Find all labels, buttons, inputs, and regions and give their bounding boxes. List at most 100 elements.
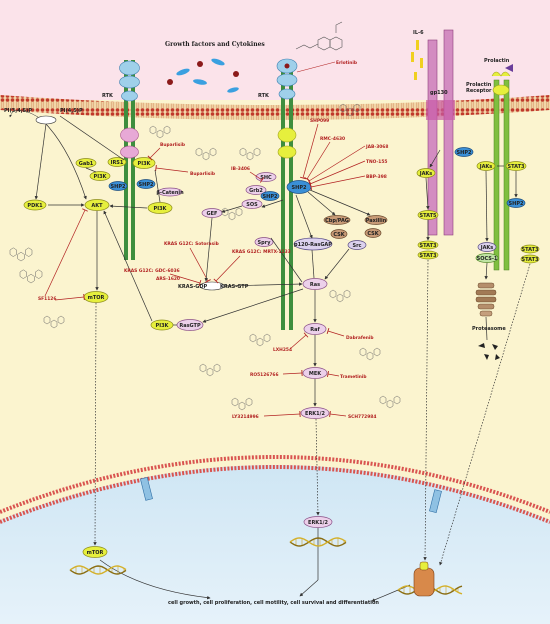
- pi3k-node-a: PI3K: [132, 157, 156, 169]
- stat3-node-3: STAT3: [505, 161, 527, 171]
- rmc4630-label: RMC-4630: [320, 136, 345, 142]
- bbp398-inhibition: [310, 175, 366, 188]
- rmc4630-inhibition: [306, 141, 331, 180]
- nuclear-pore-right: [429, 489, 442, 514]
- trametinib-label: Trametinib: [340, 374, 367, 380]
- akt-node-label: AKT: [91, 203, 103, 209]
- stat3-node-2: STAT3: [417, 250, 439, 260]
- dna-layer: [69, 537, 463, 595]
- dabrafenib-inhibition-bar: [326, 328, 330, 334]
- shp099-label: SHP099: [310, 118, 329, 124]
- stat5-node-1: STAT5: [417, 210, 439, 220]
- gdc6036-inhibition-bar: [198, 279, 202, 287]
- lxh254-label: LXH254: [273, 347, 292, 353]
- outcome-label: cell growth, cell proliferation, cell mo…: [168, 600, 379, 606]
- raf-node-label: Raf: [310, 327, 320, 333]
- buparlisib-inhibition-2: [155, 167, 189, 173]
- trametinib-inhibition-bar: [327, 370, 329, 378]
- gp130-receptor: [426, 29, 455, 236]
- ras-to-rasgtp: [202, 288, 304, 323]
- stat5-node-1-label: STAT5: [420, 213, 438, 219]
- erlotinib-label: Erlotinib: [336, 60, 357, 66]
- bbp398-label: BBP-398: [366, 174, 387, 180]
- csk-node-2-label: CSK: [367, 231, 379, 237]
- stat3-to-nucleus: [439, 263, 531, 566]
- buparlisib-label-2: Buparlisib: [190, 171, 215, 177]
- pip-arrow: [9, 109, 39, 118]
- shp2-node-a-label: SHP2: [111, 184, 126, 190]
- ib3406-inhibition: [249, 171, 263, 181]
- mtor-node-label: mTOR: [88, 295, 105, 301]
- gab1-node-label: Gab1: [79, 161, 94, 167]
- erlotinib-structure: [295, 21, 343, 51]
- socs-to-proteasome: [484, 262, 488, 280]
- pip3-to-akt: [45, 123, 87, 200]
- erlotinib-inhibition: [296, 61, 336, 73]
- shp2-to-sos: [261, 199, 284, 208]
- shp2-to-cbp: [307, 191, 336, 216]
- pi3k-node-d: PI3K: [150, 319, 174, 331]
- paxillin-node: Paxillin: [364, 215, 388, 225]
- buparlisib-inhibition-1-bar: [147, 155, 153, 161]
- ly3214996-label: LY3214996: [232, 414, 259, 420]
- buparlisib-inhibition-1: [149, 147, 161, 159]
- erk-to-outcome: [299, 579, 319, 597]
- pdk1-node-label: PDK1: [27, 203, 43, 209]
- tno155-label: TNO-155: [366, 159, 387, 165]
- edge-layer: [34, 115, 531, 602]
- trametinib-inhibition: [327, 373, 340, 377]
- buparlisib-label-1: Buparlisib: [160, 142, 185, 148]
- gef-node-label: GEF: [207, 211, 218, 217]
- pip3-to-pdk1: [34, 123, 47, 200]
- pi3k-node-c-label: PI3K: [154, 206, 168, 212]
- akt-node: AKT: [84, 199, 110, 211]
- nucleus: [0, 465, 550, 624]
- stat3-node-5: STAT3: [520, 254, 540, 264]
- sch772984-inhibition: [329, 413, 347, 417]
- stat-to-nucleus: [423, 259, 429, 561]
- stat3-node-3-label: STAT3: [508, 164, 526, 170]
- ars1620-label: ARS-1620: [156, 276, 180, 282]
- lxh254-inhibition: [289, 334, 307, 350]
- sos-node: SOS: [241, 199, 263, 209]
- pi3k-node-d-label: PI3K: [156, 323, 170, 329]
- nuclear-envelope-inner: [0, 465, 550, 524]
- sch772984-label: SCH772984: [348, 414, 376, 420]
- csk-node-1-label: CSK: [333, 232, 345, 238]
- stat3-node-5-label: STAT3: [522, 257, 540, 263]
- spry-to-ras: [270, 237, 303, 283]
- gef-to-kras: [204, 217, 213, 282]
- dabrafenib-inhibition: [327, 330, 345, 337]
- extracellular-space: [0, 0, 550, 100]
- ras-node-label: Ras: [310, 282, 320, 288]
- jab3068-inhibition: [308, 145, 366, 182]
- sf1126-structure-1: [9, 247, 33, 262]
- lxh254-inhibition-bar: [303, 332, 309, 338]
- mek-node: MEK: [302, 367, 328, 379]
- shp2-node-e: SHP2: [454, 147, 474, 157]
- jaks-node-3-label: JAKs: [480, 245, 494, 251]
- rtk-middle: [276, 58, 298, 330]
- bbp398-inhibition-bar: [309, 183, 313, 191]
- csk-node-2: CSK: [364, 228, 382, 238]
- src-node: Src: [347, 240, 367, 250]
- mek-node-label: MEK: [309, 371, 322, 377]
- shp099-inhibition: [302, 123, 319, 179]
- mtor-to-nucleus: [93, 302, 97, 546]
- jab3068-label: JAB-3068: [365, 144, 388, 150]
- stat3-node-1-label: STAT3: [420, 243, 438, 249]
- cbp-pag-node-label: Cbp/PAG: [325, 218, 349, 224]
- shc-node: SHC: [255, 172, 277, 182]
- jaks-node-1: JAKs: [416, 168, 436, 178]
- pdk1-node: PDK1: [23, 199, 47, 211]
- beta-catenin-node: β-Catenin: [156, 187, 184, 197]
- pi3k-d-to-akt: [103, 210, 153, 322]
- spry-node: Spry: [254, 237, 274, 247]
- sotorasib-inhibition: [189, 247, 209, 282]
- shp2-node-b: SHP2: [136, 179, 156, 189]
- plasma-membrane: [0, 95, 550, 120]
- nuclear-envelope-outer: [0, 455, 550, 514]
- proteasome: [475, 282, 497, 317]
